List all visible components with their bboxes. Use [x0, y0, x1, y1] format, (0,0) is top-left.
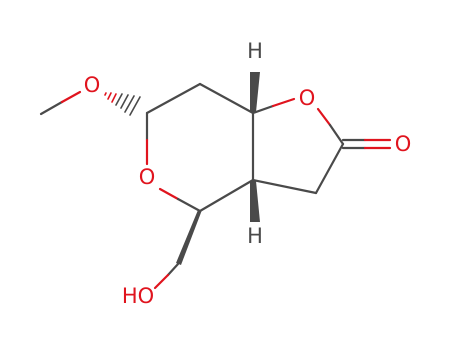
carbonyl-oxygen-label: O [395, 132, 412, 156]
hash-line [107, 92, 112, 100]
methoxy-oxygen-label: O [84, 73, 101, 97]
bond-layer [39, 72, 392, 290]
bond-c7-c7a [198, 82, 255, 115]
bond-ch2-oh-oxygen-half [153, 273, 170, 290]
hash-line [120, 94, 129, 109]
bond-lactone-o-c2-oxygen-half [316, 107, 332, 127]
bond-c3-c3a [251, 178, 318, 195]
hashed-wedge-methoxy-to-c6 [104, 92, 141, 116]
bond-c7a-lactone-o-oxygen-half [271, 97, 296, 108]
wedge-c4-to-ch2 [176, 210, 202, 265]
bottom-hydrogen-label: H [247, 224, 263, 248]
lactone-oxygen-label: O [299, 86, 316, 110]
hydroxyl-label: HO [122, 284, 154, 308]
bond-c2-c3 [314, 142, 345, 195]
bond-ring-o-c4-oxygen-half [158, 187, 180, 201]
hash-line [111, 93, 117, 103]
bond-methyl-to-methoxy-o-carbon-half [39, 100, 64, 116]
bond-ch2-oh-carbon-half [166, 262, 180, 277]
hash-line [129, 96, 141, 116]
hash-line [124, 95, 135, 113]
top-hydrogen-label: H [247, 39, 263, 63]
bond-c7a-lactone-o-carbon-half [251, 104, 275, 115]
ring-oxygen-label: O [139, 165, 156, 189]
hash-line [104, 92, 107, 96]
hash-line [115, 93, 123, 106]
wedge-c3a-to-bottom-h [250, 181, 260, 222]
bond-ring-o-c4-carbon-half [176, 197, 202, 213]
bond-c4-c3a [198, 178, 255, 213]
bond-c6-c7 [145, 82, 202, 115]
atom-label-layer: O O O O H H HO [84, 39, 412, 308]
bond-methyl-to-methoxy-o-oxygen-half [60, 90, 82, 104]
wedge-c7a-to-top-h [250, 72, 260, 112]
bond-lactone-o-c2-carbon-half [328, 123, 345, 146]
